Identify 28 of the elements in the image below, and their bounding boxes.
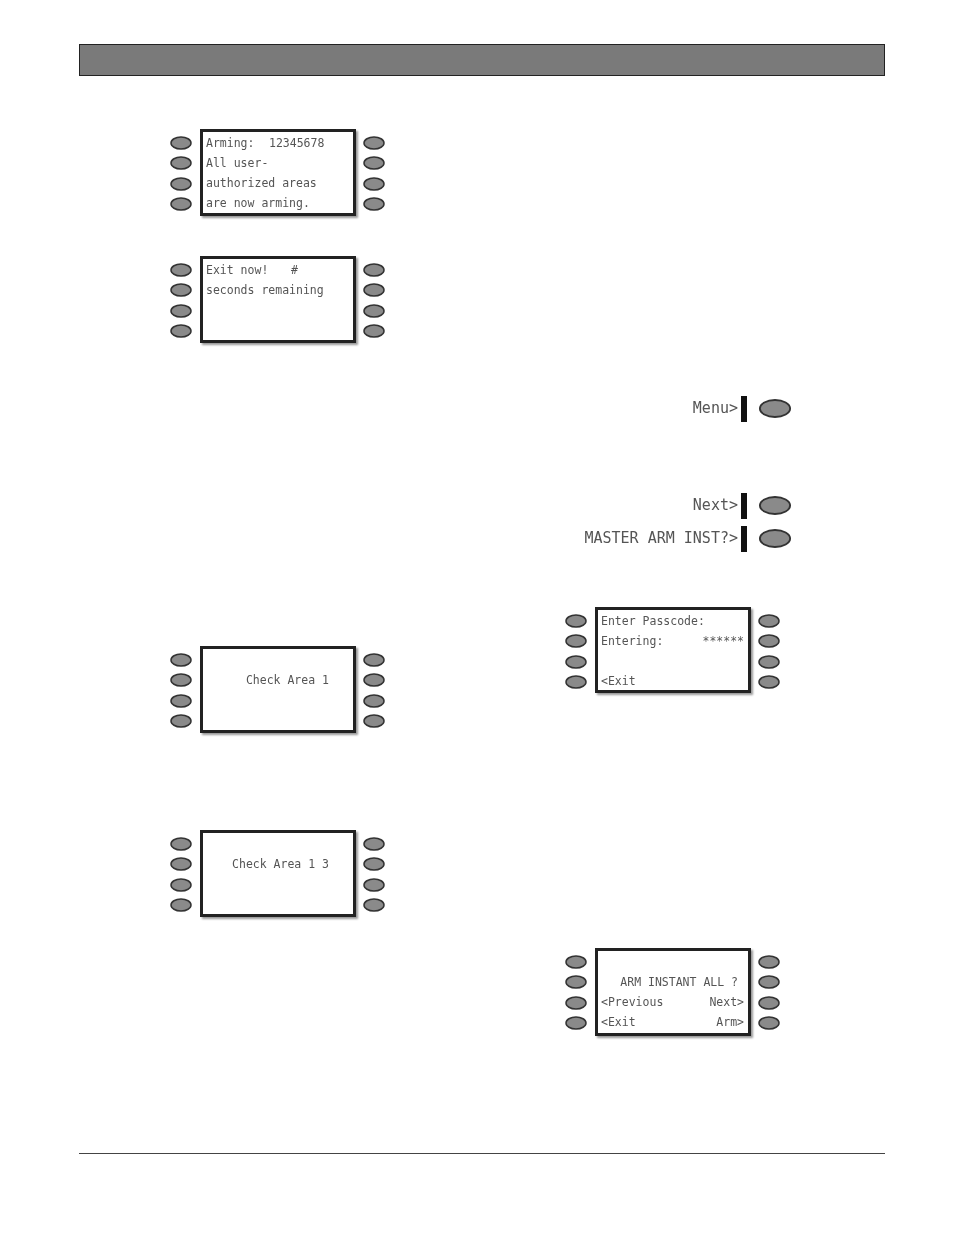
display-text: Next> bbox=[709, 995, 744, 1009]
display-text: <Exit bbox=[601, 674, 636, 688]
softkey-label: Next> bbox=[692, 496, 738, 514]
display-text: Check Area 1 3 bbox=[232, 857, 329, 871]
display-text: seconds remaining bbox=[206, 283, 324, 297]
softkey-label: MASTER ARM INST?> bbox=[584, 529, 738, 547]
display-text: <Previous bbox=[601, 995, 664, 1009]
display-text: All user- bbox=[206, 156, 269, 170]
display-text: Entering: bbox=[601, 634, 664, 648]
lcd-display-screen bbox=[595, 607, 751, 693]
display-text: Enter Passcode: bbox=[601, 614, 705, 628]
display-text: 12345678 bbox=[269, 136, 325, 150]
lcd-display-screen bbox=[595, 948, 751, 1036]
lcd-display-screen bbox=[200, 646, 356, 733]
display-text: Arm> bbox=[716, 1015, 744, 1029]
display-text: ****** bbox=[702, 634, 744, 648]
display-text: are now arming. bbox=[206, 196, 310, 210]
lcd-display-screen bbox=[200, 256, 356, 343]
display-text: Arming: bbox=[206, 136, 255, 150]
display-text: authorized areas bbox=[206, 176, 317, 190]
display-text: Check Area 1 bbox=[245, 673, 329, 687]
display-text: <Exit bbox=[601, 1015, 636, 1029]
lcd-display-screen bbox=[200, 830, 356, 917]
display-text: # bbox=[291, 263, 298, 277]
display-text: ARM INSTANT ALL ? bbox=[620, 975, 738, 989]
display-text: Exit now! bbox=[206, 263, 269, 277]
softkey-label: Menu> bbox=[692, 399, 738, 417]
lcd-display-screen bbox=[200, 129, 356, 216]
